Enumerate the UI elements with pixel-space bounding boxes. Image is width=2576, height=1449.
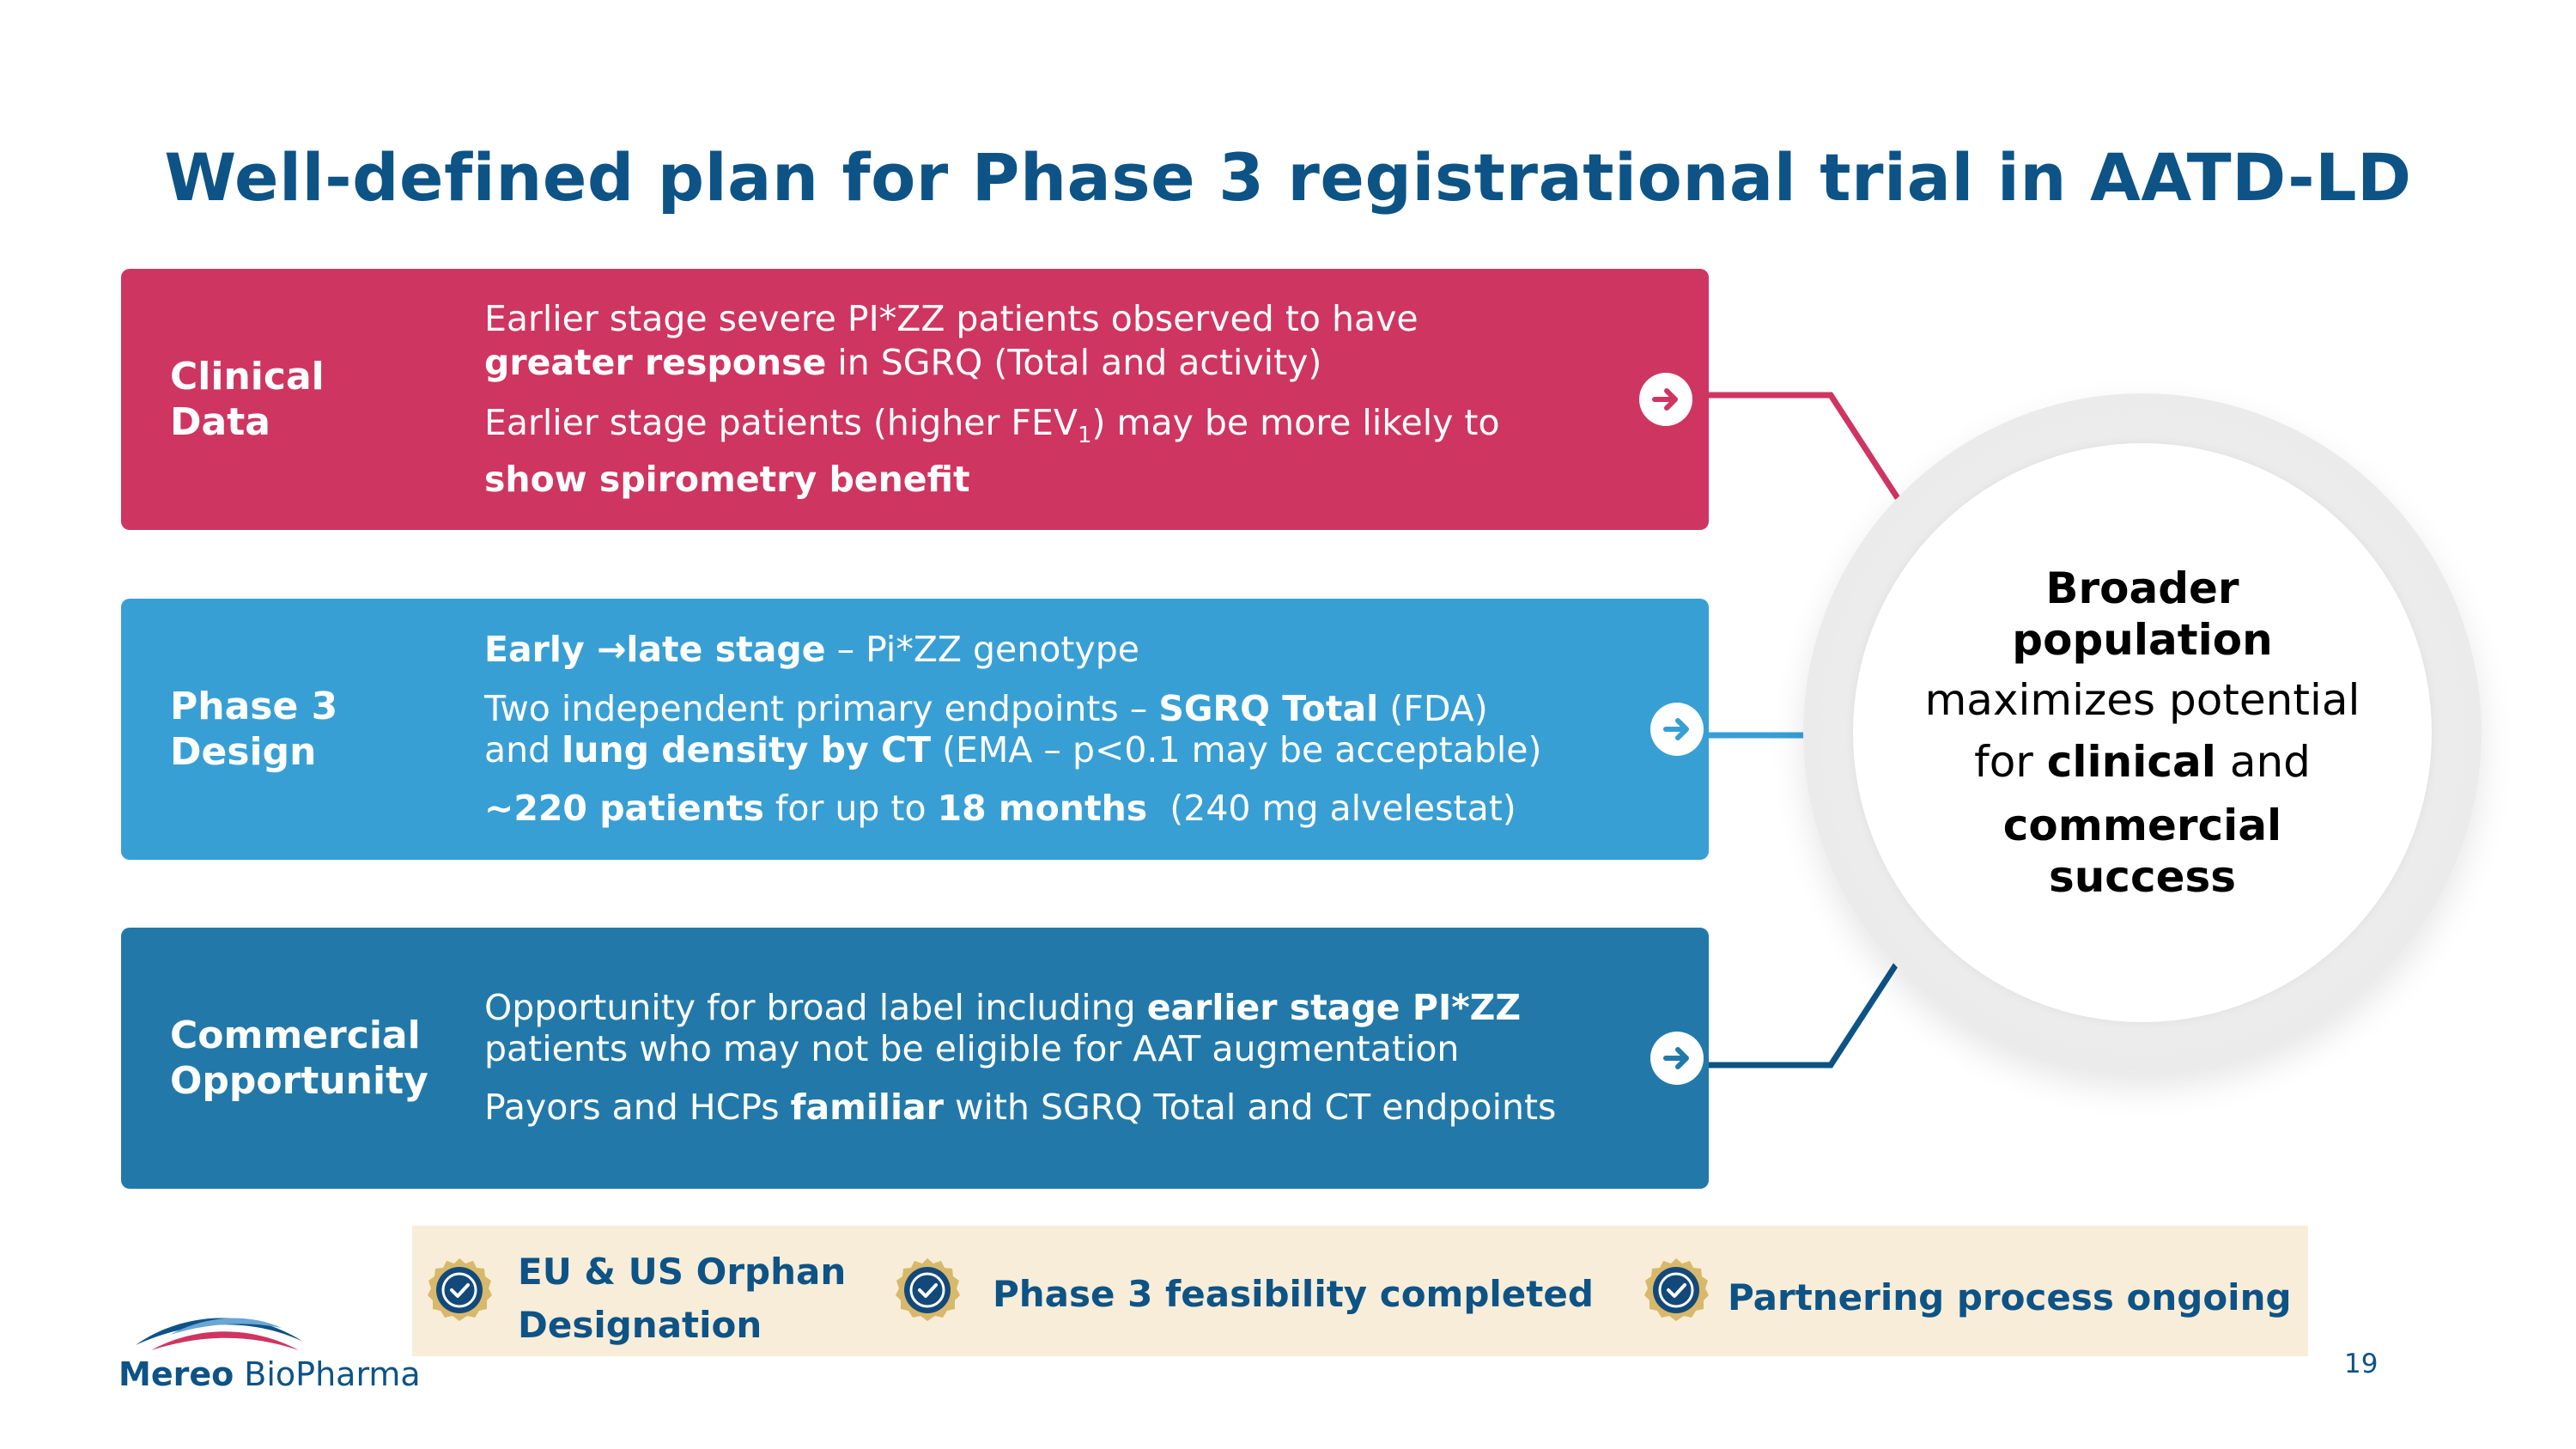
text-run: for up to xyxy=(763,788,938,829)
milestone-feasibility: Phase 3 feasibility completed xyxy=(993,1273,1594,1315)
milestone-line: EU & US Orphan xyxy=(518,1251,847,1293)
text-run: Two independent primary endpoints – xyxy=(484,688,1159,729)
milestone-orphan-designation: EU & US Orphan Designation xyxy=(518,1245,846,1352)
circle-line: for clinical and xyxy=(1974,731,2311,793)
circle-center xyxy=(1853,443,2432,1022)
arrow-right-icon[interactable] xyxy=(1650,1032,1704,1085)
mereo-logo-icon xyxy=(136,1318,303,1350)
paragraph: Earlier stage patients (higher FEV1) may… xyxy=(484,401,1678,502)
page-number: 19 xyxy=(2344,1349,2379,1379)
commercial-opportunity-box: Commercial Opportunity Opportunity for b… xyxy=(121,928,1709,1189)
box-label-line: Design xyxy=(170,730,317,774)
circle-line: success xyxy=(2048,852,2237,902)
text-run-bold: earlier stage PI*ZZ xyxy=(1146,987,1522,1028)
check-badge-icon xyxy=(896,1258,960,1321)
text-run-bold: SGRQ Total xyxy=(1158,688,1379,729)
text-run: in SGRQ (Total and activity) xyxy=(826,341,1322,383)
wordmark-part: BioPharma xyxy=(234,1355,421,1393)
milestones-bar xyxy=(412,1226,2308,1356)
text-run-bold: 18 months xyxy=(937,788,1148,829)
text-run: – Pi*ZZ genotype xyxy=(825,629,1139,670)
check-badge-icon xyxy=(428,1258,492,1321)
text-run: (FDA) xyxy=(1378,688,1488,729)
text-run: (EMA – p<0.1 may be acceptable) xyxy=(931,729,1542,770)
text-run: patients who may not be eligible for AAT… xyxy=(484,1028,1460,1069)
circle-line: maximizes potential xyxy=(1924,675,2360,725)
box-text: Opportunity for broad label including ea… xyxy=(484,987,1678,1129)
connector-pink xyxy=(1709,392,1900,500)
circle-line: commercial xyxy=(2002,801,2282,850)
box-label: Phase 3 Design xyxy=(170,684,453,775)
connector-darkblue xyxy=(1709,960,1900,1068)
box-label: Commercial Opportunity xyxy=(170,1013,453,1104)
arrow-right-icon[interactable] xyxy=(1650,703,1704,756)
box-label-line: Data xyxy=(170,400,270,444)
text-run-bold: greater response xyxy=(484,341,827,383)
text-run-bold: show spirometry benefit xyxy=(484,459,970,501)
text-run: (240 mg alvelestat) xyxy=(1147,788,1516,829)
paragraph: ~220 patients for up to 18 months (240 m… xyxy=(484,787,1678,831)
box-text: Early →late stage – Pi*ZZ genotype Two i… xyxy=(484,628,1678,831)
paragraph: Opportunity for broad label including ea… xyxy=(484,987,1678,1069)
paragraph: Payors and HCPs familiar with SGRQ Total… xyxy=(484,1086,1678,1129)
text-run: ) may be more likely to xyxy=(1091,401,1500,443)
box-label-line: Clinical xyxy=(170,355,325,399)
paragraph: Earlier stage severe PI*ZZ patients obse… xyxy=(484,297,1678,385)
text-run: and xyxy=(484,729,562,770)
milestone-partnering: Partnering process ongoing xyxy=(1728,1276,2292,1318)
box-text: Earlier stage severe PI*ZZ patients obse… xyxy=(484,297,1678,502)
text-run: Payors and HCPs xyxy=(484,1087,791,1128)
text-run-bold: Early xyxy=(484,629,597,670)
box-label: Clinical Data xyxy=(170,354,453,445)
phase3-design-box: Phase 3 Design Early →late stage – Pi*ZZ… xyxy=(121,599,1709,860)
text-run: Earlier stage severe PI*ZZ patients obse… xyxy=(484,297,1419,339)
clinical-data-box: Clinical Data Earlier stage severe PI*ZZ… xyxy=(121,269,1709,530)
circle-line: Broader xyxy=(2045,563,2239,613)
wordmark-part: Mereo xyxy=(118,1355,234,1393)
paragraph: Early →late stage – Pi*ZZ genotype xyxy=(484,628,1678,672)
text-run: Earlier stage patients (higher FEV xyxy=(484,401,1078,443)
text-run: for xyxy=(1974,737,2047,787)
slide-title: Well-defined plan for Phase 3 registrati… xyxy=(164,139,2412,216)
text-run-bold: clinical xyxy=(2046,737,2216,787)
circle-text: Broader population maximizes potential f… xyxy=(1853,443,2432,1022)
arrow-glyph: → xyxy=(596,629,627,670)
text-run-bold: late stage xyxy=(626,629,826,670)
text-run-bold: lung density by CT xyxy=(562,729,932,770)
box-label-line: Commercial xyxy=(170,1014,421,1057)
text-run: with SGRQ Total and CT endpoints xyxy=(943,1087,1557,1128)
circle-line: population xyxy=(2012,615,2273,665)
company-wordmark: Mereo BioPharma xyxy=(118,1355,421,1393)
paragraph: Two independent primary endpoints – SGRQ… xyxy=(484,688,1678,770)
text-run-bold: ~220 patients xyxy=(484,788,764,829)
check-badge-icon xyxy=(1644,1258,1709,1321)
arrow-right-icon[interactable] xyxy=(1639,373,1692,426)
text-run: and xyxy=(2215,737,2311,787)
box-label-line: Phase 3 xyxy=(170,685,338,728)
text-run: Opportunity for broad label including xyxy=(484,987,1147,1028)
subscript: 1 xyxy=(1077,423,1092,449)
box-label-line: Opportunity xyxy=(170,1059,428,1103)
text-run-bold: familiar xyxy=(790,1087,944,1128)
milestone-line: Designation xyxy=(518,1304,762,1346)
